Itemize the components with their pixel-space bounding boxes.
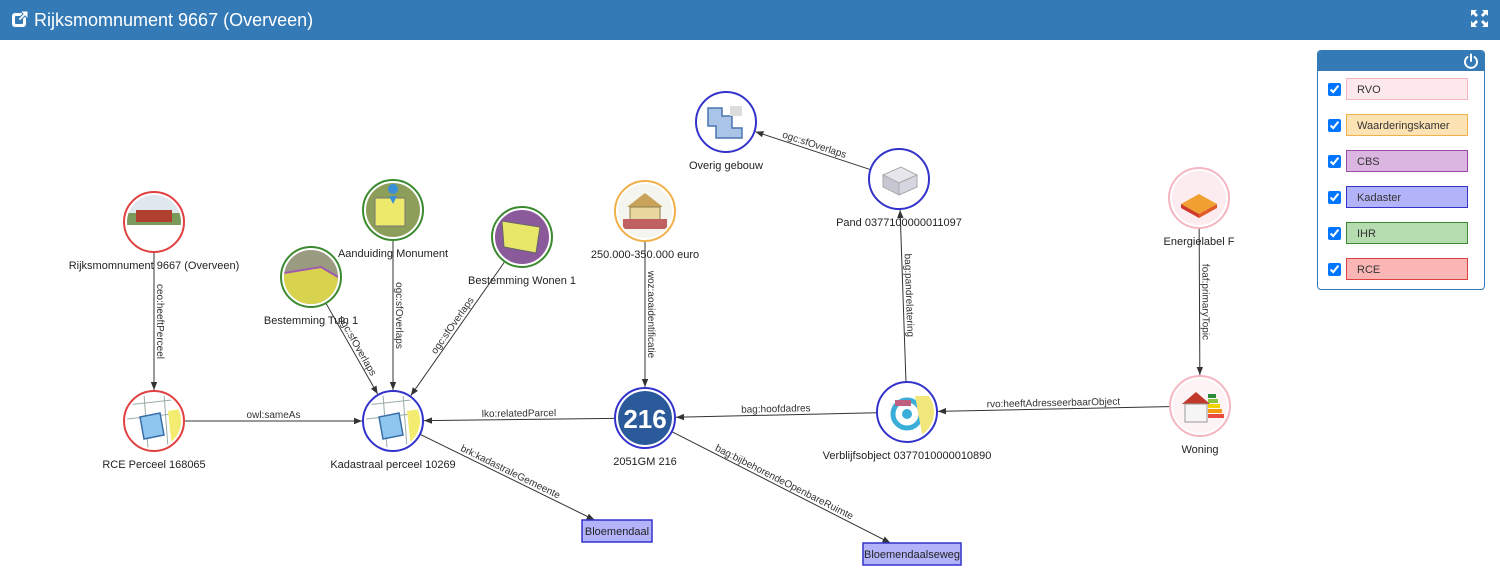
- legend-item-ihr: IHR: [1318, 222, 1484, 246]
- legend-checkbox-waarderingskamer[interactable]: [1328, 119, 1341, 132]
- legend-label-rce: RCE: [1346, 258, 1468, 280]
- legend-checkbox-cbs[interactable]: [1328, 155, 1341, 168]
- edge-vbo-adres[interactable]: [675, 412, 877, 421]
- node-label: Aanduiding Monument: [338, 248, 448, 260]
- node-energie[interactable]: Energielabel F: [1164, 167, 1235, 248]
- node-tuin[interactable]: Bestemming Tuin 1: [264, 246, 358, 327]
- edge-label: woz:aoaidentificatie: [645, 270, 656, 359]
- node-wonen[interactable]: Bestemming Wonen 1: [468, 206, 576, 287]
- legend-label-kadaster: Kadaster: [1346, 186, 1468, 208]
- node-label: Bestemming Tuin 1: [264, 315, 358, 327]
- edge-label: ceo:heeftPerceel: [154, 284, 165, 359]
- title-bar: Rijksmomnument 9667 (Overveen): [0, 0, 1500, 40]
- node-rcep[interactable]: RCE Perceel 168065: [102, 390, 206, 471]
- edge-wonen-kad[interactable]: [410, 262, 505, 396]
- node-overig[interactable]: Overig gebouw: [689, 91, 763, 172]
- node-label: 2051GM 216: [613, 456, 677, 468]
- node-label: 250.000-350.000 euro: [591, 249, 699, 261]
- edge-pand-overig[interactable]: [755, 131, 870, 170]
- node-bloemweg[interactable]: Bloemendaalseweg: [862, 542, 962, 566]
- node-label: Bestemming Wonen 1: [468, 275, 576, 287]
- external-link-icon[interactable]: [11, 10, 29, 28]
- edge-label: bag:pandrelatering: [902, 253, 916, 337]
- edge-adres-bloemweg[interactable]: [672, 431, 891, 544]
- legend-item-rvo: RVO: [1318, 78, 1484, 102]
- graph-edges: ceo:heeftPerceel owl:sameAs ogc:sfOverlaps…: [150, 130, 1211, 544]
- fullscreen-icon[interactable]: [1471, 10, 1488, 27]
- edge-vbo-pand[interactable]: [897, 209, 907, 382]
- legend-label-ihr: IHR: [1346, 222, 1468, 244]
- legend-item-kadaster: Kadaster: [1318, 186, 1484, 210]
- legend-label-rvo: RVO: [1346, 78, 1468, 100]
- legend-item-waarderingskamer: Waarderingskamer: [1318, 114, 1484, 138]
- node-pand[interactable]: Pand 0377100000011097: [836, 148, 962, 229]
- node-label: Kadastraal perceel 10269: [330, 459, 455, 471]
- edge-kad-bloem[interactable]: [420, 434, 595, 521]
- legend-label-cbs: CBS: [1346, 150, 1468, 172]
- edge-energie-woning[interactable]: [1196, 228, 1204, 376]
- node-bloem[interactable]: Bloemendaal: [581, 519, 653, 543]
- edge-label: lko:relatedParcel: [482, 408, 557, 420]
- node-label: Energielabel F: [1164, 236, 1235, 248]
- edge-label: ogc:sfOverlaps: [781, 130, 848, 161]
- graph-nodes: Rijksmomnument 9667 (Overveen) Aanduiding…: [69, 91, 1235, 566]
- node-vbo[interactable]: Verblijfsobject 0377010000010890: [823, 381, 992, 462]
- node-label: Woning: [1181, 444, 1218, 456]
- node-woning[interactable]: Woning: [1169, 375, 1231, 456]
- edge-adres-kad[interactable]: [423, 417, 615, 424]
- page-title: Rijksmomnument 9667 (Overveen): [34, 10, 314, 30]
- power-icon[interactable]: [1463, 53, 1479, 69]
- node-label: Rijksmomnument 9667 (Overveen): [69, 260, 240, 272]
- legend-label-waarderingskamer: Waarderingskamer: [1346, 114, 1468, 136]
- house-number-text: 216: [623, 404, 666, 434]
- legend-checkbox-kadaster[interactable]: [1328, 191, 1341, 204]
- legend-checkbox-rvo[interactable]: [1328, 83, 1341, 96]
- edge-label: rvo:heeftAdresseerbaarObject: [987, 397, 1121, 411]
- node-euro[interactable]: 250.000-350.000 euro: [591, 180, 699, 261]
- edge-label: ogc:sfOverlaps: [429, 295, 476, 356]
- graph-canvas[interactable]: ceo:heeftPerceel owl:sameAs ogc:sfOverlaps…: [0, 40, 1500, 570]
- legend-header: [1318, 51, 1484, 71]
- edge-woning-vbo[interactable]: [937, 406, 1170, 415]
- node-aan[interactable]: Aanduiding Monument: [338, 179, 448, 260]
- edge-tuin-kad[interactable]: [325, 303, 379, 395]
- node-label: Bloemendaalseweg: [864, 549, 960, 561]
- node-label: Pand 0377100000011097: [836, 217, 962, 229]
- node-label: Overig gebouw: [689, 160, 763, 172]
- node-rm[interactable]: Rijksmomnument 9667 (Overveen): [69, 191, 240, 272]
- node-adres[interactable]: 216 2051GM 216: [613, 387, 677, 468]
- edge-label: foaf:primaryTopic: [1199, 264, 1210, 340]
- node-kad[interactable]: Kadastraal perceel 10269: [330, 390, 456, 471]
- legend-checkbox-ihr[interactable]: [1328, 227, 1341, 240]
- node-label: RCE Perceel 168065: [102, 459, 205, 471]
- edge-label: brk:kadastraleGemeente: [459, 443, 563, 501]
- edge-label: ogc:sfOverlaps: [393, 282, 404, 349]
- legend-checkbox-rce[interactable]: [1328, 263, 1341, 276]
- node-label: Verblijfsobject 0377010000010890: [823, 450, 992, 462]
- node-label: Bloemendaal: [585, 526, 649, 538]
- edge-label: owl:sameAs: [247, 410, 301, 421]
- legend-item-rce: RCE: [1318, 258, 1484, 282]
- edge-label: bag:hoofdadres: [741, 403, 811, 416]
- legend-item-cbs: CBS: [1318, 150, 1484, 174]
